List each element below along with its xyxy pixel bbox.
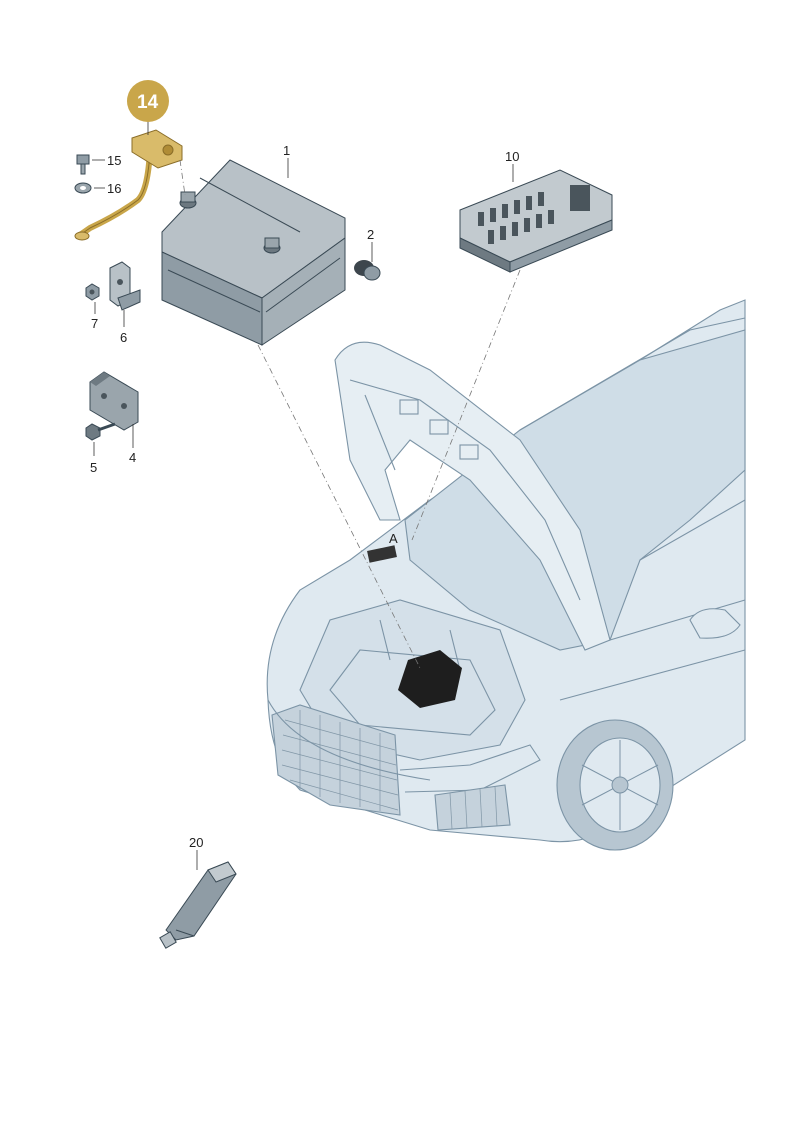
callout-20: 20 [189, 835, 203, 850]
screw-part [85, 422, 116, 441]
callout-6: 6 [120, 330, 127, 345]
callout-10: 10 [505, 149, 519, 164]
nut-part [85, 283, 100, 301]
battery-part [161, 159, 346, 346]
battery-location-marker [398, 650, 462, 708]
car-illustration: A [266, 299, 746, 851]
vent-plug-part [354, 260, 381, 281]
marker-a-label: A [389, 531, 398, 546]
callout-7: 7 [91, 316, 98, 331]
small-bracket-part [109, 261, 141, 311]
bolt-part [76, 154, 90, 175]
callout-1: 1 [283, 143, 290, 158]
callout-16: 16 [107, 181, 121, 196]
ground-cable-part [74, 129, 186, 241]
grille-pattern [281, 710, 399, 811]
washer-part [74, 182, 92, 194]
callout-14-label: 14 [137, 92, 159, 113]
reference-lines [257, 269, 521, 669]
fuse-box-part [459, 169, 613, 273]
callout-5: 5 [90, 460, 97, 475]
callout-4: 4 [129, 450, 136, 465]
callout-14-badge [127, 80, 169, 122]
mounting-bracket-part [89, 371, 139, 431]
callout-2: 2 [367, 227, 374, 242]
spacer-part [159, 861, 237, 949]
callout-15: 15 [107, 153, 121, 168]
